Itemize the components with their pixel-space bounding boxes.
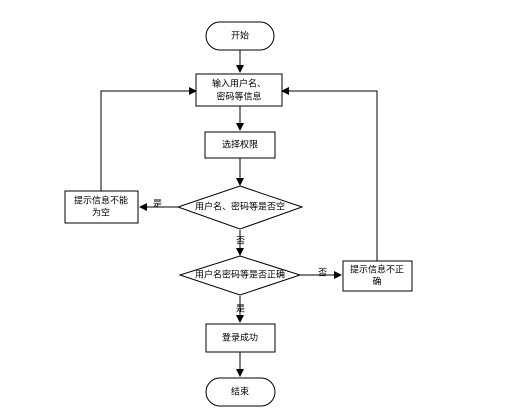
edge-empty-warn-back-to-input [100, 87, 197, 191]
node-check-correct: 用户名密码等是否正确 [178, 255, 302, 296]
node-check-correct-label: 用户名密码等是否正确 [195, 269, 285, 281]
node-input-label-line2: 密码等信息 [216, 91, 261, 103]
node-login-success-label: 登录成功 [222, 332, 258, 344]
node-check-empty: 用户名、密码等是否空 [176, 185, 304, 230]
edge-incorrect-warn-back-to-input [281, 87, 378, 261]
node-empty-warning: 提示信息不能 为空 [64, 190, 139, 224]
node-select-permission-label: 选择权限 [222, 139, 258, 151]
node-start-label: 开始 [231, 30, 249, 42]
node-end-label: 结束 [231, 386, 249, 398]
node-start: 开始 [205, 21, 275, 51]
node-empty-warning-line1: 提示信息不能 [74, 195, 128, 207]
node-end: 结束 [205, 377, 276, 407]
node-empty-warning-line2: 为空 [92, 207, 110, 219]
node-input-label-line1: 输入用户名、 [212, 78, 266, 90]
edge-label-correct-yes: 是 [236, 304, 245, 315]
edge-label-correct-no: 否 [318, 268, 327, 279]
node-input: 输入用户名、 密码等信息 [195, 73, 283, 107]
edges [100, 50, 378, 377]
node-select-permission: 选择权限 [204, 131, 276, 159]
node-check-empty-label: 用户名、密码等是否空 [195, 201, 285, 213]
node-incorrect-warning: 提示信息不正 确 [342, 260, 413, 292]
node-incorrect-warning-line2: 确 [372, 276, 381, 288]
edge-label-empty-yes: 是 [153, 199, 162, 210]
edge-label-empty-no: 否 [236, 236, 245, 247]
node-login-success: 登录成功 [205, 323, 276, 353]
node-incorrect-warning-line1: 提示信息不正 [350, 264, 404, 276]
